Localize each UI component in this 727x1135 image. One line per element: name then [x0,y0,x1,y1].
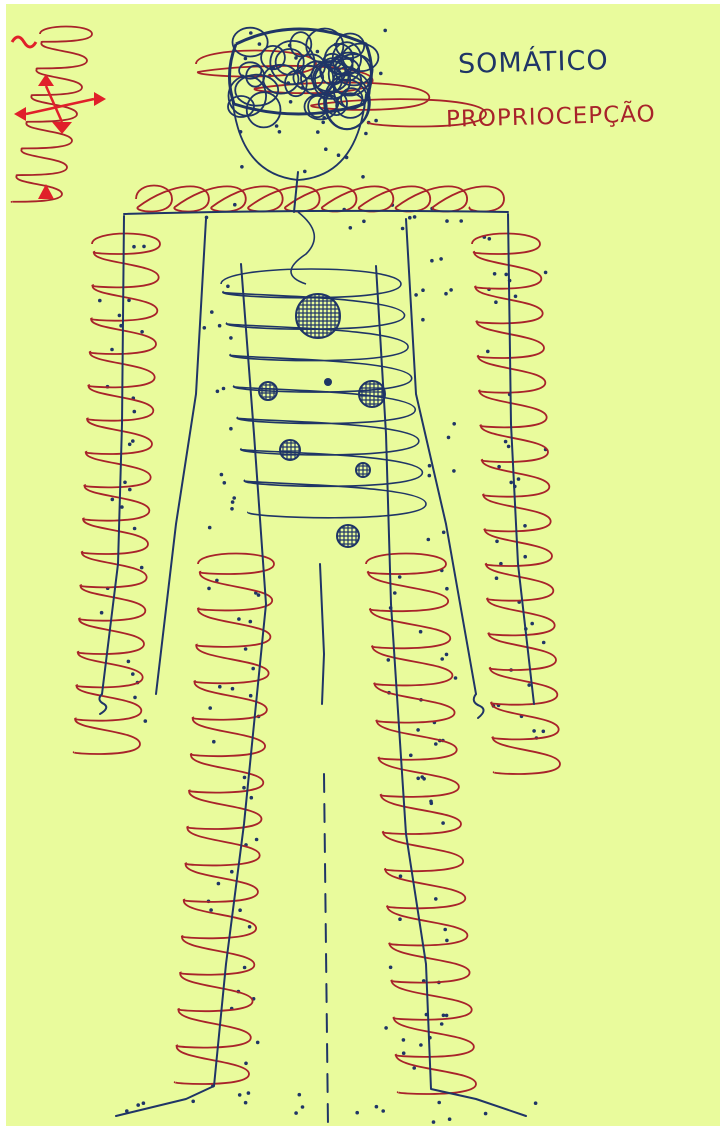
torso-spirals [221,212,426,518]
label-somatic: SOMÁTICO [458,45,609,80]
stippled-dots [98,29,547,1124]
body-outline [99,172,534,1126]
body-sketch [6,4,720,1126]
label-proprioception: PROPRIOCEPÇÃO [446,101,656,132]
proprioception-spirals [12,27,560,1095]
paper-sheet: SOMÁTICO PROPRIOCEPÇÃO [6,4,720,1126]
